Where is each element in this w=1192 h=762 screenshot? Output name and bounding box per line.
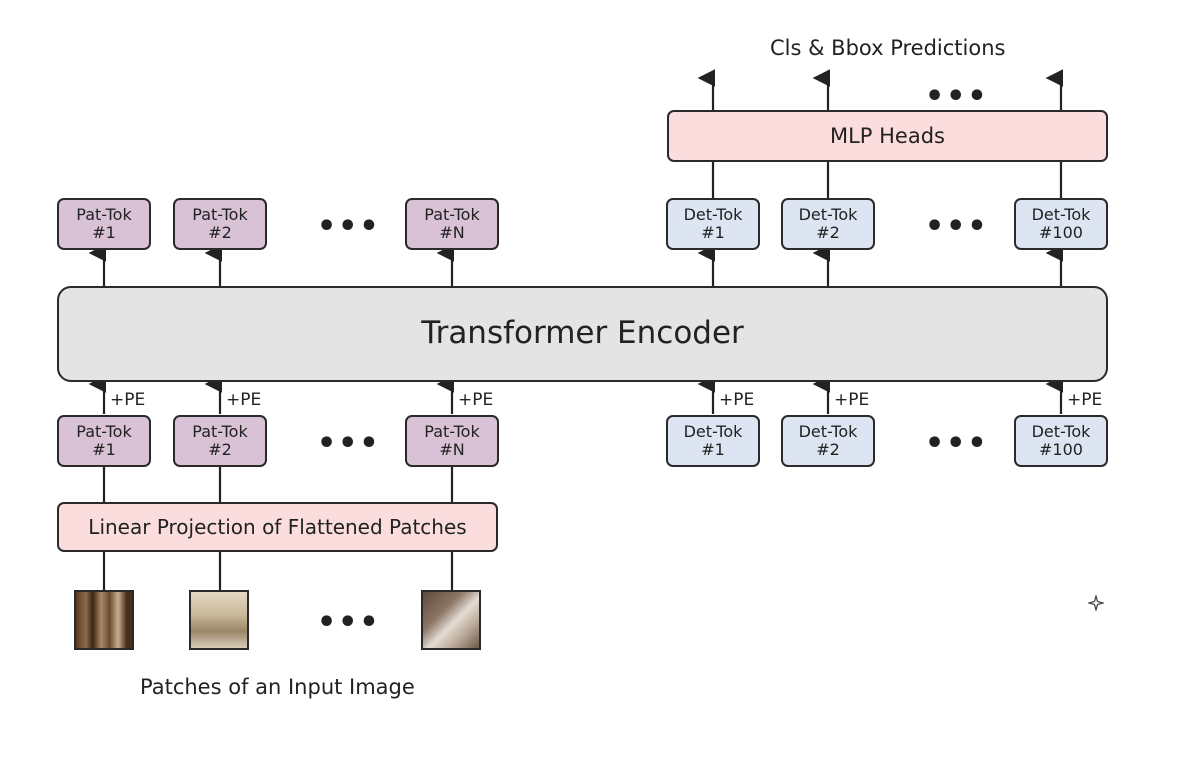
pe-label: +PE	[226, 390, 262, 410]
token-id: #N	[439, 440, 465, 459]
token-name: Det-Tok	[798, 204, 858, 224]
image-patch-2	[189, 590, 249, 650]
token-name: Det-Tok	[1031, 204, 1091, 224]
token-name: Pat-Tok	[76, 204, 132, 224]
lower-det-token-1: Det-Tok #1	[666, 415, 760, 467]
token-id: #1	[92, 440, 116, 459]
token-name: Det-Tok	[683, 204, 743, 224]
token-name: Det-Tok	[1031, 421, 1091, 441]
token-id: #1	[701, 440, 725, 459]
output-label: Cls & Bbox Predictions	[770, 36, 1006, 60]
token-name: Pat-Tok	[192, 421, 248, 441]
token-id: #N	[439, 223, 465, 242]
linear-projection-label: Linear Projection of Flattened Patches	[88, 514, 467, 539]
lower-patch-ellipsis: •••	[317, 426, 381, 461]
upper-det-token-2: Det-Tok #2	[781, 198, 875, 250]
sparkle-icon	[1088, 595, 1104, 611]
lower-patch-token-n: Pat-Tok #N	[405, 415, 499, 467]
input-image-label: Patches of an Input Image	[140, 675, 415, 699]
token-id: #2	[816, 223, 840, 242]
upper-det-token-100: Det-Tok #100	[1014, 198, 1108, 250]
pe-label: +PE	[1067, 390, 1103, 410]
transformer-encoder-box: Transformer Encoder	[57, 286, 1108, 382]
pe-label: +PE	[110, 390, 146, 410]
token-name: Pat-Tok	[192, 204, 248, 224]
upper-patch-token-1: Pat-Tok #1	[57, 198, 151, 250]
upper-det-token-1: Det-Tok #1	[666, 198, 760, 250]
lower-det-ellipsis: •••	[925, 426, 989, 461]
linear-projection-box: Linear Projection of Flattened Patches	[57, 502, 498, 552]
lower-patch-token-1: Pat-Tok #1	[57, 415, 151, 467]
lower-det-token-2: Det-Tok #2	[781, 415, 875, 467]
image-patch-n	[421, 590, 481, 650]
pe-label: +PE	[458, 390, 494, 410]
token-id: #100	[1039, 223, 1083, 242]
image-patch-ellipsis: •••	[317, 605, 381, 640]
lower-det-token-100: Det-Tok #100	[1014, 415, 1108, 467]
pe-label: +PE	[719, 390, 755, 410]
token-name: Pat-Tok	[424, 421, 480, 441]
upper-patch-token-2: Pat-Tok #2	[173, 198, 267, 250]
output-ellipsis: •••	[925, 79, 989, 114]
token-id: #1	[701, 223, 725, 242]
token-id: #100	[1039, 440, 1083, 459]
token-id: #2	[208, 223, 232, 242]
token-id: #2	[208, 440, 232, 459]
upper-patch-ellipsis: •••	[317, 209, 381, 244]
lower-patch-token-2: Pat-Tok #2	[173, 415, 267, 467]
image-patch-1	[74, 590, 134, 650]
upper-det-ellipsis: •••	[925, 209, 989, 244]
token-name: Det-Tok	[683, 421, 743, 441]
mlp-heads-label: MLP Heads	[829, 123, 945, 148]
transformer-encoder-label: Transformer Encoder	[421, 315, 744, 352]
upper-patch-token-n: Pat-Tok #N	[405, 198, 499, 250]
token-id: #1	[92, 223, 116, 242]
token-name: Pat-Tok	[76, 421, 132, 441]
token-name: Det-Tok	[798, 421, 858, 441]
pe-label: +PE	[834, 390, 870, 410]
token-id: #2	[816, 440, 840, 459]
token-name: Pat-Tok	[424, 204, 480, 224]
mlp-heads-box: MLP Heads	[667, 110, 1108, 162]
